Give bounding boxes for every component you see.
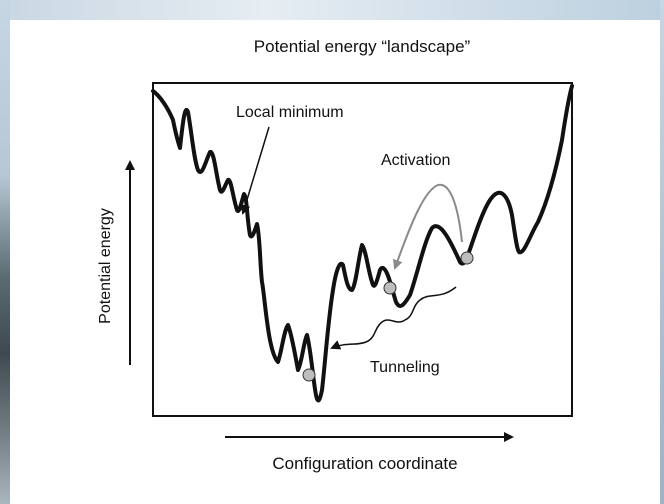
activation-arrow (392, 183, 463, 270)
particle-bottom (302, 368, 316, 382)
landscape-curve (151, 84, 574, 403)
diagram-title: Potential energy “landscape” (254, 37, 471, 56)
tunneling-label: Tunneling (370, 359, 440, 376)
background-strip-top (0, 0, 664, 20)
activation-label: Activation (381, 152, 450, 169)
background-strip-left (0, 0, 10, 504)
tunneling-arrow (330, 286, 457, 350)
particle-middle (383, 281, 397, 295)
slide-canvas (10, 20, 660, 504)
local-minimum-arrow (240, 126, 270, 215)
particle-right (460, 251, 474, 265)
local-minimum-label: Local minimum (236, 104, 344, 121)
x-axis-label: Configuration coordinate (272, 454, 457, 473)
y-axis-label: Potential energy (97, 208, 114, 324)
background-strip-right (660, 0, 664, 504)
plot-frame (152, 82, 573, 417)
